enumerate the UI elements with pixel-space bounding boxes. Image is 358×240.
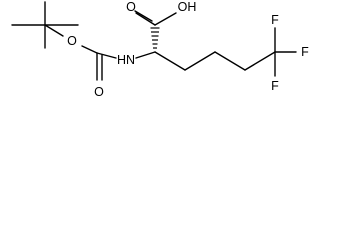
bond-acid-c-oh <box>154 12 177 26</box>
svg-text:F: F <box>301 45 309 59</box>
bond-o-carbonyl <box>81 45 98 54</box>
svg-text:O: O <box>126 0 136 14</box>
bond-acid-co-b <box>134 10 153 22</box>
atom-f-bottom: F <box>271 79 279 93</box>
atom-carbonyl-o-boc: O <box>94 85 104 99</box>
bond-chain-3 <box>214 51 246 71</box>
svg-text:HN: HN <box>117 53 135 67</box>
atom-hydroxyl: OH <box>178 0 197 14</box>
svg-text:O: O <box>67 34 77 48</box>
stereo-hash-bond <box>150 27 160 49</box>
bond-chain-2 <box>184 51 216 71</box>
svg-text:F: F <box>271 13 279 27</box>
svg-text:F: F <box>271 79 279 93</box>
svg-text:O: O <box>94 85 104 99</box>
bond-acid-co-a <box>135 12 156 26</box>
bond-c-nh <box>96 52 117 59</box>
svg-text:OH: OH <box>178 0 197 14</box>
atom-carbonyl-o-acid: O <box>126 0 136 14</box>
atom-f-top: F <box>271 13 279 27</box>
atom-ester-o: O <box>67 34 77 48</box>
atom-f-right: F <box>301 45 309 59</box>
bond-chain-4 <box>244 51 276 71</box>
bond-chain-1 <box>154 51 186 71</box>
molecule-structure: O OH O O HN F F F <box>11 0 309 99</box>
atom-nh: HN <box>117 53 135 67</box>
bond-nh-calpha <box>135 51 156 59</box>
bond-c-o-ester <box>44 24 64 37</box>
